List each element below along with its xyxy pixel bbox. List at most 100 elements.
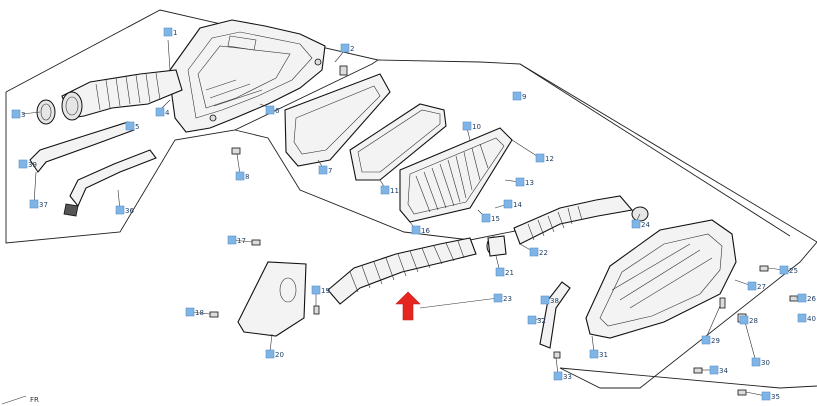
callout-c4: 4 xyxy=(155,107,170,117)
air-cleaner-case xyxy=(169,19,326,133)
callout-number: 33 xyxy=(563,373,572,381)
callout-box xyxy=(235,171,245,181)
callout-c27: 27 xyxy=(747,281,766,291)
callout-c9: 9 xyxy=(512,91,526,101)
callout-c13: 13 xyxy=(515,177,534,187)
callout-c12: 12 xyxy=(535,153,554,163)
callout-box xyxy=(797,293,807,303)
callout-c37: 37 xyxy=(29,199,48,209)
callout-box xyxy=(29,199,39,209)
callout-box xyxy=(527,315,537,325)
callout-box xyxy=(540,295,550,305)
callout-number: 40 xyxy=(807,315,816,323)
callout-number: 36 xyxy=(125,207,134,215)
callout-box xyxy=(503,199,513,209)
callout-c25: 25 xyxy=(779,265,798,275)
assembly-frame xyxy=(5,9,817,389)
callout-box xyxy=(125,121,135,131)
callout-number: 8 xyxy=(245,173,249,181)
stay-bracket xyxy=(539,281,571,349)
callout-box xyxy=(761,391,771,401)
callout-number: 19 xyxy=(321,287,330,295)
callout-c21: 21 xyxy=(495,267,514,277)
callout-number: 17 xyxy=(237,237,246,245)
callout-c29: 29 xyxy=(701,335,720,345)
callout-c31: 31 xyxy=(589,349,608,359)
callout-box xyxy=(265,349,275,359)
callout-number: 22 xyxy=(539,249,548,257)
callout-c20: 20 xyxy=(265,349,284,359)
callout-number: 30 xyxy=(761,359,770,367)
callout-c33: 33 xyxy=(553,371,572,381)
callout-number: 31 xyxy=(599,351,608,359)
callout-c7: 7 xyxy=(318,165,332,175)
callout-c16: 16 xyxy=(411,225,430,235)
callout-number: 4 xyxy=(165,109,170,117)
callout-c5: 5 xyxy=(125,121,139,131)
callout-box xyxy=(462,121,472,131)
callout-number: 5 xyxy=(135,123,139,131)
callout-c2: 2 xyxy=(340,43,354,53)
callout-box xyxy=(155,107,165,117)
callout-box xyxy=(411,225,421,235)
callout-c11: 11 xyxy=(380,185,399,195)
callout-box xyxy=(747,281,757,291)
callout-c17: 17 xyxy=(227,235,246,245)
callout-number: 3 xyxy=(21,111,25,119)
right-cover xyxy=(585,219,737,339)
callout-box xyxy=(529,247,539,257)
callout-box xyxy=(481,213,491,223)
connecting-tube xyxy=(513,195,649,245)
callout-box xyxy=(115,205,125,215)
callout-box xyxy=(163,27,173,37)
callout-number: 16 xyxy=(421,227,430,235)
callout-number: 38 xyxy=(550,297,559,305)
callout-c22: 22 xyxy=(529,247,548,257)
callout-number: 11 xyxy=(390,187,399,195)
highlight-arrow xyxy=(395,291,421,321)
callout-number: 23 xyxy=(503,295,512,303)
callout-box xyxy=(631,219,641,229)
callout-c26: 26 xyxy=(797,293,816,303)
callout-number: 12 xyxy=(545,155,554,163)
callout-box xyxy=(589,349,599,359)
side-cover-left xyxy=(237,261,307,337)
callout-c35: 35 xyxy=(761,391,780,401)
callout-number: 20 xyxy=(275,351,284,359)
callout-c28: 28 xyxy=(739,315,758,325)
callout-box xyxy=(265,105,275,115)
callout-box xyxy=(553,371,563,381)
callout-number: 13 xyxy=(525,179,534,187)
callout-number: 21 xyxy=(505,269,514,277)
callout-number: 9 xyxy=(522,93,526,101)
callout-number: 35 xyxy=(771,393,780,401)
callout-box xyxy=(227,235,237,245)
air-filter-element xyxy=(399,127,513,223)
callout-c39: 39 xyxy=(18,159,37,169)
callout-c24: 24 xyxy=(631,219,650,229)
callout-c32: 32 xyxy=(527,315,546,325)
callout-number: 34 xyxy=(719,367,728,375)
joint-tube xyxy=(486,235,507,257)
breather-tubes xyxy=(29,121,157,217)
callout-number: 25 xyxy=(789,267,798,275)
callout-box xyxy=(779,265,789,275)
callout-number: 10 xyxy=(472,123,481,131)
corner-mark: FR xyxy=(1,395,39,405)
center-duct xyxy=(327,237,477,305)
callout-c19: 19 xyxy=(311,285,330,295)
callout-c23: 23 xyxy=(493,293,512,303)
callout-number: 1 xyxy=(173,29,177,37)
callout-c10: 10 xyxy=(462,121,481,131)
callout-box xyxy=(493,293,503,303)
callout-number: 28 xyxy=(749,317,758,325)
hose-clamp xyxy=(36,99,56,125)
callout-box xyxy=(515,177,525,187)
callout-box xyxy=(739,315,749,325)
callout-number: 2 xyxy=(350,45,354,53)
callout-box xyxy=(380,185,390,195)
callout-box xyxy=(11,109,21,119)
callout-number: 18 xyxy=(195,309,204,317)
callout-c8: 8 xyxy=(235,171,249,181)
